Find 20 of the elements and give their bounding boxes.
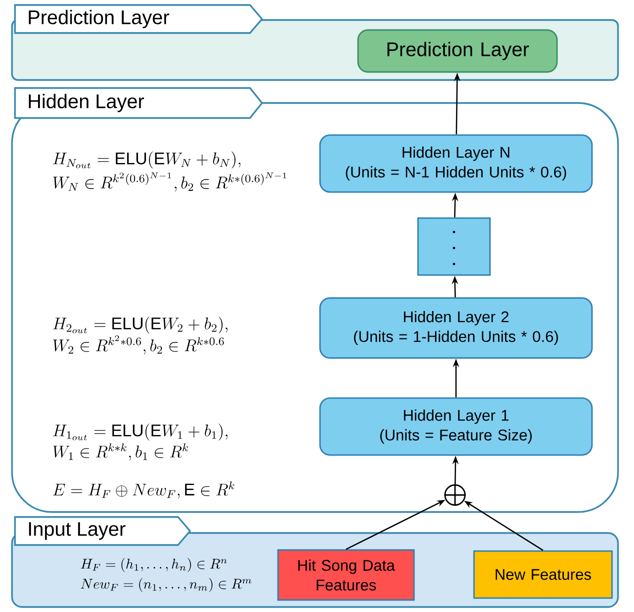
feature-box: New Features [473, 550, 613, 599]
formula: $New_F = (n_1, \ldots, n_m) \in R^m$ [80, 578, 252, 592]
layer-box: Hidden Layer 2 (Units = 1-Hidden Units * 0.6) [319, 297, 593, 359]
feature-box: Hit Song Data Features [277, 549, 415, 601]
output-box: Prediction Layer [357, 29, 558, 73]
formula: $H_F = (h_1, \ldots, h_n) \in R^n$ [80, 558, 227, 572]
layer-box: Hidden Layer 1 (Units = Feature Size) [319, 397, 593, 456]
layer-box: Hidden Layer N (Units = N-1 Hidden Units * 0.6) [319, 134, 593, 193]
formula: $E = H_F \oplus New_F, \mathrm{E} \in R^k$ [53, 481, 234, 499]
layer-tab: Input Layer [14, 516, 192, 546]
formula: $H_{2_{out}} = \mathrm{ELU}(\mathrm{E}W_2 + b_2),$ [53, 316, 228, 334]
formula: $H_{N_{out}} = \mathrm{ELU}(\mathrm{E}W_N + b_N),$ [53, 152, 240, 168]
layer-tab: Hidden Layer [14, 87, 264, 119]
formula: $W_N \in R^{k^2(0.6)^{N-1}}, b_2 \in R^{k*(0.6)^{N-1}}$ [53, 172, 286, 192]
layer-tab: Prediction Layer [14, 4, 264, 34]
formula: $H_{1_{out}} = \mathrm{ELU}(\mathrm{E}W_1 + b_1),$ [53, 424, 228, 440]
formula: $W_1 \in R^{k*k}, b_1 \in R^k$ [53, 443, 188, 461]
formula: $W_2 \in R^{k^2*0.6}, b_2 \in R^{k*0.6}$ [53, 335, 224, 354]
concat-symbol [444, 484, 466, 506]
ellipsis-box [417, 217, 491, 276]
